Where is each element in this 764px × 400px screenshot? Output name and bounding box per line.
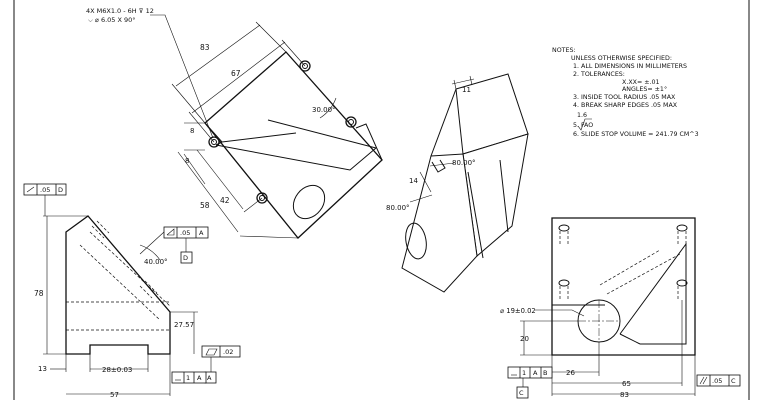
front-view-slot [619, 242, 687, 345]
dim-line-42 [196, 149, 244, 210]
notes-line-4: X.XX= ±.01 [622, 79, 660, 86]
cylindricity-icon [205, 348, 218, 356]
parallelism-frame: .05 C [696, 374, 741, 387]
side-view-outline [65, 215, 171, 355]
fcf-perp-datum-side: A [197, 374, 202, 382]
dim-line-67 [191, 41, 286, 114]
hole-callout: 4X M6X1.0 - 6H ⊽ 12 ⌵ ⌀ 6.05 X 90° [86, 7, 214, 139]
dim-13-side: 13 [38, 365, 47, 373]
fcf-flat-value: .05 [40, 186, 50, 194]
top-view-bore [292, 184, 326, 220]
surface-finish-symbol [577, 118, 592, 131]
dim-angle-iso-a: 80.00° [452, 159, 476, 167]
fcf-perp-datum-b-front: B [543, 369, 547, 377]
flatness-frame: .05 D [23, 183, 67, 216]
top-view: 83 67 30.00° 8 8 58 42 [171, 21, 383, 239]
flatness-icon [26, 186, 35, 193]
dim-arc-30 [319, 97, 337, 119]
top-view-holes [208, 60, 357, 204]
iso-bore [405, 222, 427, 260]
fcf-perp-value-front: 1 [522, 369, 526, 377]
dim-42-top: 42 [220, 196, 230, 205]
dim-8-lower: 8 [185, 157, 189, 165]
dim-67-top: 67 [231, 69, 241, 78]
surface-finish-value: 1.6 [577, 112, 587, 119]
fcf-angularity-value: .05 [180, 229, 190, 237]
parallelism-icon [699, 376, 705, 385]
perpendicularity-frame-side: 1 A [171, 371, 207, 384]
tapped-hole-3 [208, 136, 220, 148]
angularity-icon [166, 228, 175, 236]
tapped-hole-4 [256, 192, 268, 204]
countersink-spec-text: ⌵ ⌀ 6.05 X 90° [88, 16, 136, 24]
front-view-outline [551, 217, 696, 356]
notes-line-9: 6. SLIDE STOP VOLUME = 241.79 CM^3 [573, 131, 699, 138]
dim-angle-top: 30.00° [312, 106, 336, 114]
datum-d-tag: D [180, 238, 193, 264]
perpendicularity-frame-front: 1 A B C [507, 366, 553, 399]
fcf-cyl-value: .02 [223, 348, 233, 356]
fcf-par-value: .05 [712, 377, 722, 385]
notes-line-6: 3. INSIDE TOOL RADIUS .05 MAX [573, 94, 676, 101]
dim-line-58 [177, 151, 239, 233]
dim-26-front: 26 [566, 369, 575, 377]
fcf-perp-value-side: 1 [186, 374, 190, 382]
top-view-slot-lower [215, 119, 378, 171]
fcf-par-datum: C [731, 377, 736, 385]
datum-c-label: C [519, 389, 524, 397]
dim-angle-side: 40.00° [144, 258, 168, 266]
fcf-angularity-datum: A [199, 229, 204, 237]
side-view: 78 27.57 40.00° 13 28±0.03 57 .05 D [23, 183, 241, 399]
dim-57-side: 57 [110, 391, 119, 399]
dim-11-iso: 11 [462, 86, 471, 94]
dim-83-front: 83 [620, 391, 629, 399]
hole-spec-text: 4X M6X1.0 - 6H ⊽ 12 [86, 7, 154, 15]
dim-2757-side: 27.57 [174, 321, 194, 329]
notes-line-8: 5. FAO [573, 122, 593, 129]
iso-slot-notch [431, 159, 446, 173]
hole-dim-leader [535, 309, 585, 317]
dim-20-front: 20 [520, 335, 529, 343]
dim-line-83 [175, 24, 261, 87]
dim-angle-iso-b: 80.00° [386, 204, 410, 212]
cylindricity-frame: .02 A [201, 345, 241, 384]
dim-14-iso: 14 [409, 177, 418, 185]
fcf-flat-datum: D [58, 186, 63, 194]
tapped-hole-2 [345, 116, 357, 128]
fcf-perp-datum-a-front: A [533, 369, 538, 377]
dim-65-front: 65 [622, 380, 631, 388]
notes-heading: NOTES: [552, 47, 576, 54]
notes-line-3: 2. TOLERANCES: [573, 71, 625, 78]
iso-left-face [401, 153, 478, 293]
dim-8-upper: 8 [190, 127, 194, 135]
datum-a-label: A [207, 374, 212, 382]
dim-78-side: 78 [34, 289, 44, 298]
top-view-step [355, 123, 383, 161]
tapped-hole-1 [299, 60, 311, 72]
dim-28-side: 28±0.03 [102, 366, 132, 374]
front-view: ⌀ 19±0.02 20 26 65 83 1 A B C [500, 217, 741, 399]
datum-d-label: D [183, 254, 188, 262]
notes-line-5: ANGLES= ±1° [622, 85, 667, 93]
isometric-view: 11 80.00° 14 80.00° [386, 73, 529, 293]
notes-line-2: 1. ALL DIMENSIONS IN MILLIMETERS [573, 63, 687, 70]
dim-83-top: 83 [200, 43, 210, 52]
notes-line-7: 4. BREAK SHARP EDGES .05 MAX [573, 102, 678, 109]
dim-hole-front: ⌀ 19±0.02 [500, 307, 536, 315]
notes-line-1: UNLESS OTHERWISE SPECIFIED: [571, 55, 672, 62]
notes-block: NOTES: UNLESS OTHERWISE SPECIFIED: 1. AL… [552, 47, 699, 138]
front-view-holes [558, 224, 688, 300]
dim-58-top: 58 [200, 201, 210, 210]
callout-leader [150, 14, 214, 139]
